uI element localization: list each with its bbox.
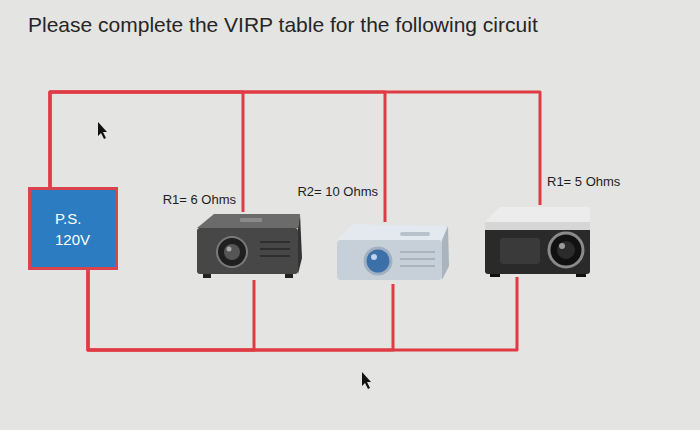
projector-dark bbox=[197, 214, 302, 278]
projector-load: R1= 6 Ohms bbox=[195, 212, 303, 280]
component-label: P.S. 120V bbox=[55, 208, 90, 250]
component-label: R1= 6 Ohms bbox=[163, 192, 236, 208]
projector-large bbox=[485, 207, 590, 277]
projector-load: R1= 5 Ohms bbox=[483, 205, 593, 277]
projector-silver bbox=[337, 224, 449, 280]
wire bbox=[88, 270, 254, 350]
component-label: R1= 5 Ohms bbox=[547, 174, 620, 190]
mouse-cursor bbox=[362, 372, 371, 389]
power-supply-box: P.S. 120V bbox=[28, 187, 118, 270]
wire bbox=[88, 270, 393, 350]
wire bbox=[88, 270, 517, 350]
component-label: R2= 10 Ohms bbox=[297, 184, 378, 200]
projector-load: R2= 10 Ohms bbox=[335, 222, 450, 284]
slide-title: Please complete the VIRP table for the f… bbox=[28, 13, 538, 37]
mouse-cursor bbox=[98, 122, 107, 139]
wire bbox=[50, 92, 540, 205]
